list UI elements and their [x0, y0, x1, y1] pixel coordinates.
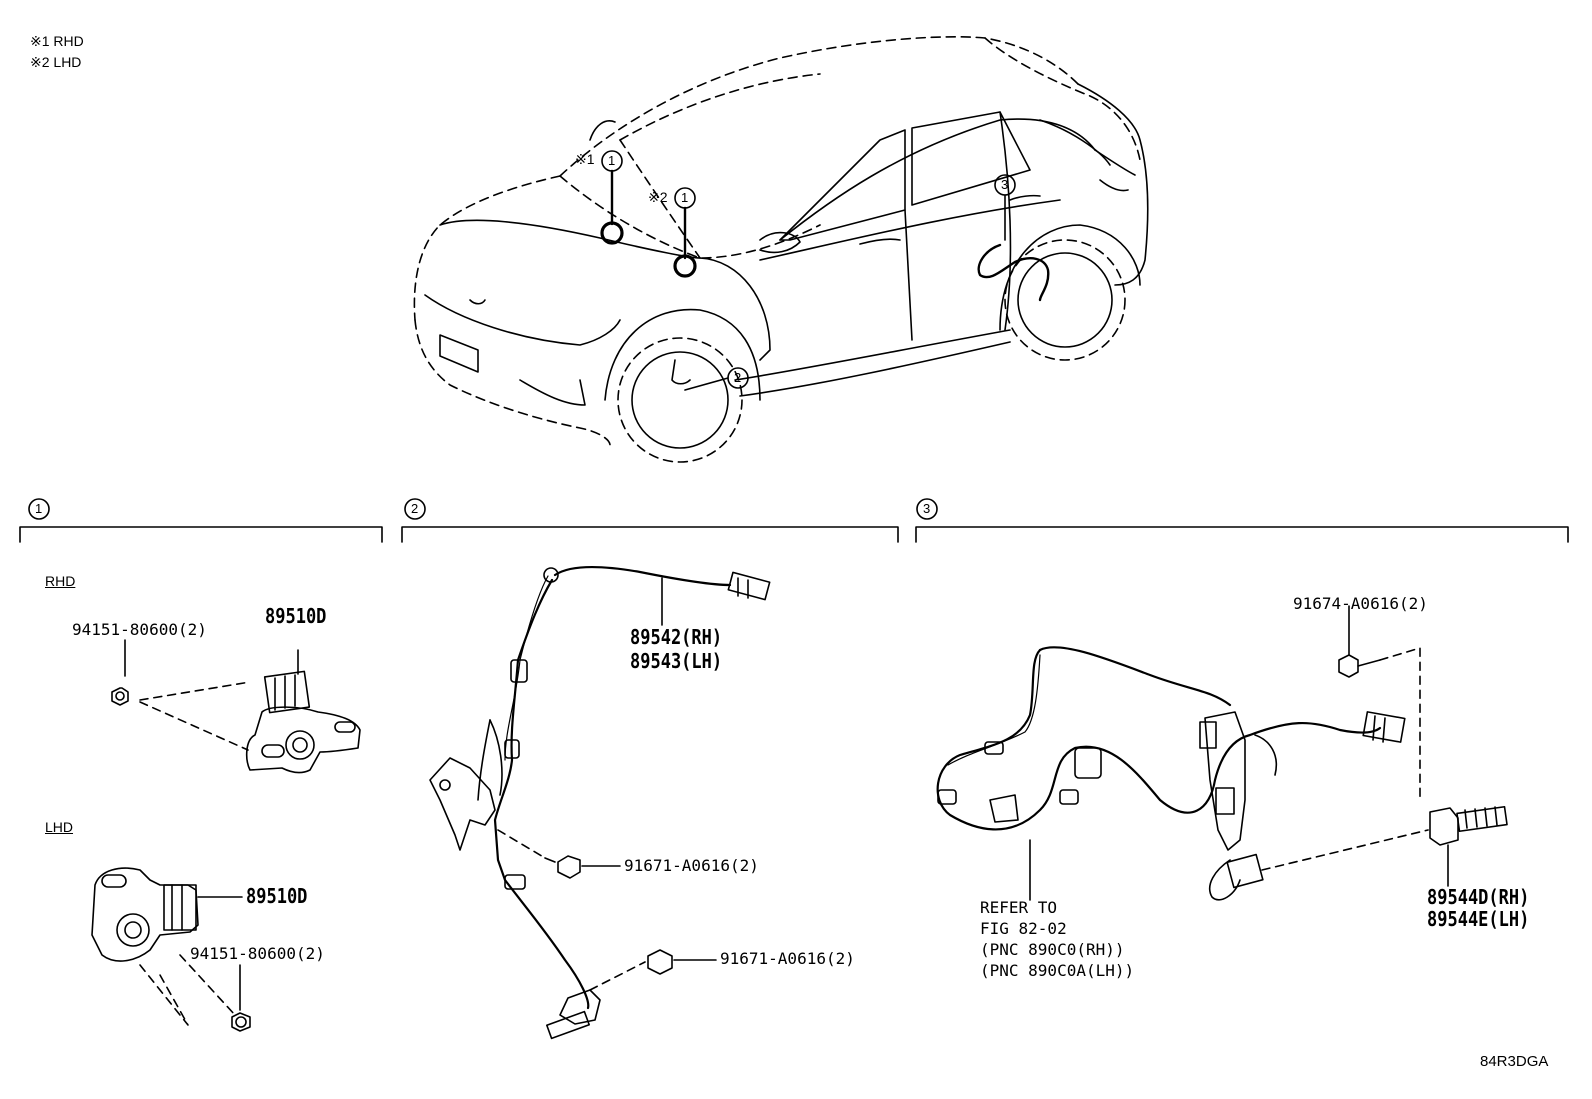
refer-to-line3: (PNC 890C0(RH)): [980, 940, 1125, 959]
part-89543-lh: 89543(LH): [630, 649, 723, 673]
rhd-heading: RHD: [45, 573, 76, 589]
part-91674: 91674-A0616(2): [1293, 594, 1428, 613]
part-94151-lhd: 94151-80600(2): [190, 944, 325, 963]
part-94151-rhd: 94151-80600(2): [72, 620, 207, 639]
car-callout-1-lhd: 1: [681, 190, 689, 205]
car-callout-2: 2: [734, 370, 742, 385]
car-callouts: [600, 150, 1016, 391]
section-number-1: 1: [35, 501, 43, 516]
part-89510D-rhd: 89510D: [265, 604, 327, 628]
part-89544E-lh: 89544E(LH): [1427, 907, 1530, 931]
car-callout-3: 3: [1001, 177, 1009, 192]
refer-to-line1: REFER TO: [980, 898, 1058, 917]
part-89544D-rh: 89544D(RH): [1427, 885, 1530, 909]
part-91671-lower: 91671-A0616(2): [720, 949, 855, 968]
section-number-3: 3: [923, 501, 931, 516]
drawing-code: 84R3DGA: [1480, 1053, 1549, 1070]
section2-drawing: [429, 566, 771, 1040]
part-89510D-lhd: 89510D: [246, 884, 308, 908]
note-lhd: ※2 LHD: [30, 54, 82, 70]
section-number-2: 2: [411, 501, 419, 516]
lhd-heading: LHD: [45, 819, 74, 835]
note-rhd: ※1 RHD: [30, 33, 84, 49]
car-ref-rhd-mark: ※1: [575, 151, 595, 167]
section3-drawing: [936, 605, 1508, 901]
section1-drawing: [91, 639, 361, 1032]
refer-to-line2: FIG 82-02: [980, 919, 1067, 938]
section-brackets: [19, 498, 1569, 543]
part-89542-rh: 89542(RH): [630, 625, 723, 649]
vehicle-illustration: [413, 36, 1149, 463]
car-ref-lhd-mark: ※2: [648, 189, 668, 205]
car-callout-1-rhd: 1: [608, 153, 616, 168]
refer-to-line4: (PNC 890C0A(LH)): [980, 961, 1135, 980]
part-91671-upper: 91671-A0616(2): [624, 856, 759, 875]
